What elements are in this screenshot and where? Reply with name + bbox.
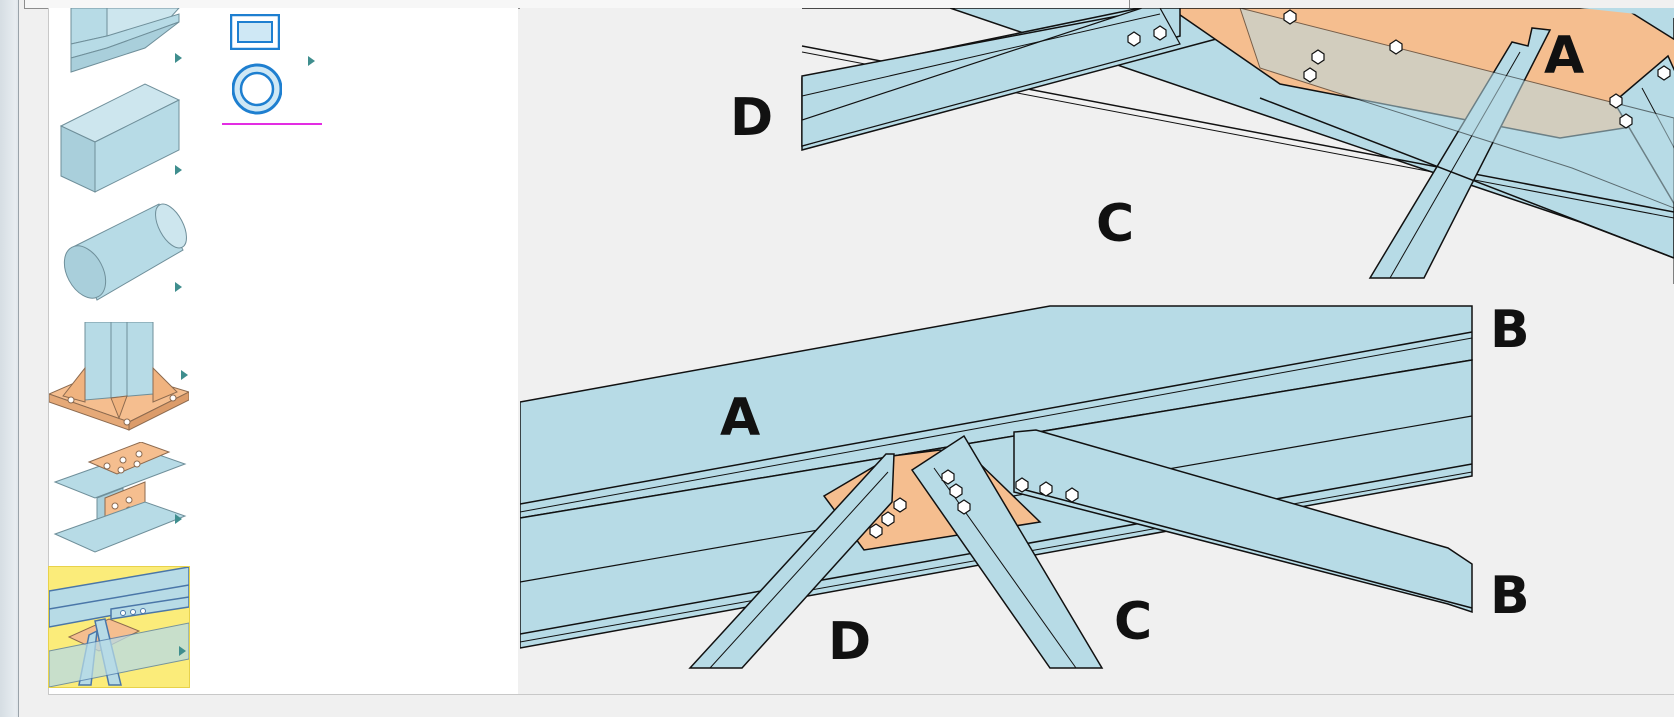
profile-item-beam-splice[interactable]: [49, 442, 189, 560]
preview-drawing: [520, 8, 1674, 669]
circle-section-option[interactable]: [231, 62, 283, 116]
content-panel-border: [48, 8, 1674, 695]
circle-section-icon: [231, 63, 283, 115]
rectangle-section-option[interactable]: [229, 13, 281, 51]
bottom-view: [520, 305, 1473, 669]
member-label-b: B: [1490, 566, 1530, 626]
top-view: [801, 8, 1674, 284]
expand-arrow-icon: [175, 165, 182, 175]
rectangular-tube-profile-icon: [59, 83, 181, 193]
member-label-c: C: [1096, 194, 1135, 254]
connection-preview: A D C A B B C D: [520, 8, 1674, 694]
rectangle-section-icon: [229, 13, 281, 51]
profile-item-t-beam[interactable]: [49, 8, 189, 76]
expand-arrow-icon: [175, 282, 182, 292]
gusset-plate-connection-icon: [49, 567, 189, 687]
profile-item-gusset-connection[interactable]: [48, 566, 190, 688]
selection-underline: [222, 123, 322, 125]
expand-arrow-icon: [175, 53, 182, 63]
round-tube-profile-icon: [63, 203, 187, 301]
expand-arrow-icon: [179, 646, 186, 656]
expand-arrow-icon: [308, 56, 315, 66]
member-label-a: A: [720, 388, 761, 448]
expand-arrow-icon: [181, 370, 188, 380]
beam-splice-plate-icon: [53, 442, 187, 553]
t-beam-profile-icon: [70, 8, 180, 73]
profile-item-round-tube[interactable]: [49, 200, 189, 318]
profile-item-rectangular-tube[interactable]: [49, 80, 189, 198]
profile-item-column-base[interactable]: [49, 322, 189, 440]
member-label-c: C: [1114, 592, 1153, 652]
member-label-a: A: [1544, 26, 1585, 86]
section-shape-options: [222, 8, 332, 128]
member-label-d: D: [730, 88, 774, 148]
member-label-d: D: [828, 612, 872, 672]
member-label-b: B: [1490, 300, 1530, 360]
column-base-plate-icon: [49, 322, 189, 431]
expand-arrow-icon: [175, 514, 182, 524]
